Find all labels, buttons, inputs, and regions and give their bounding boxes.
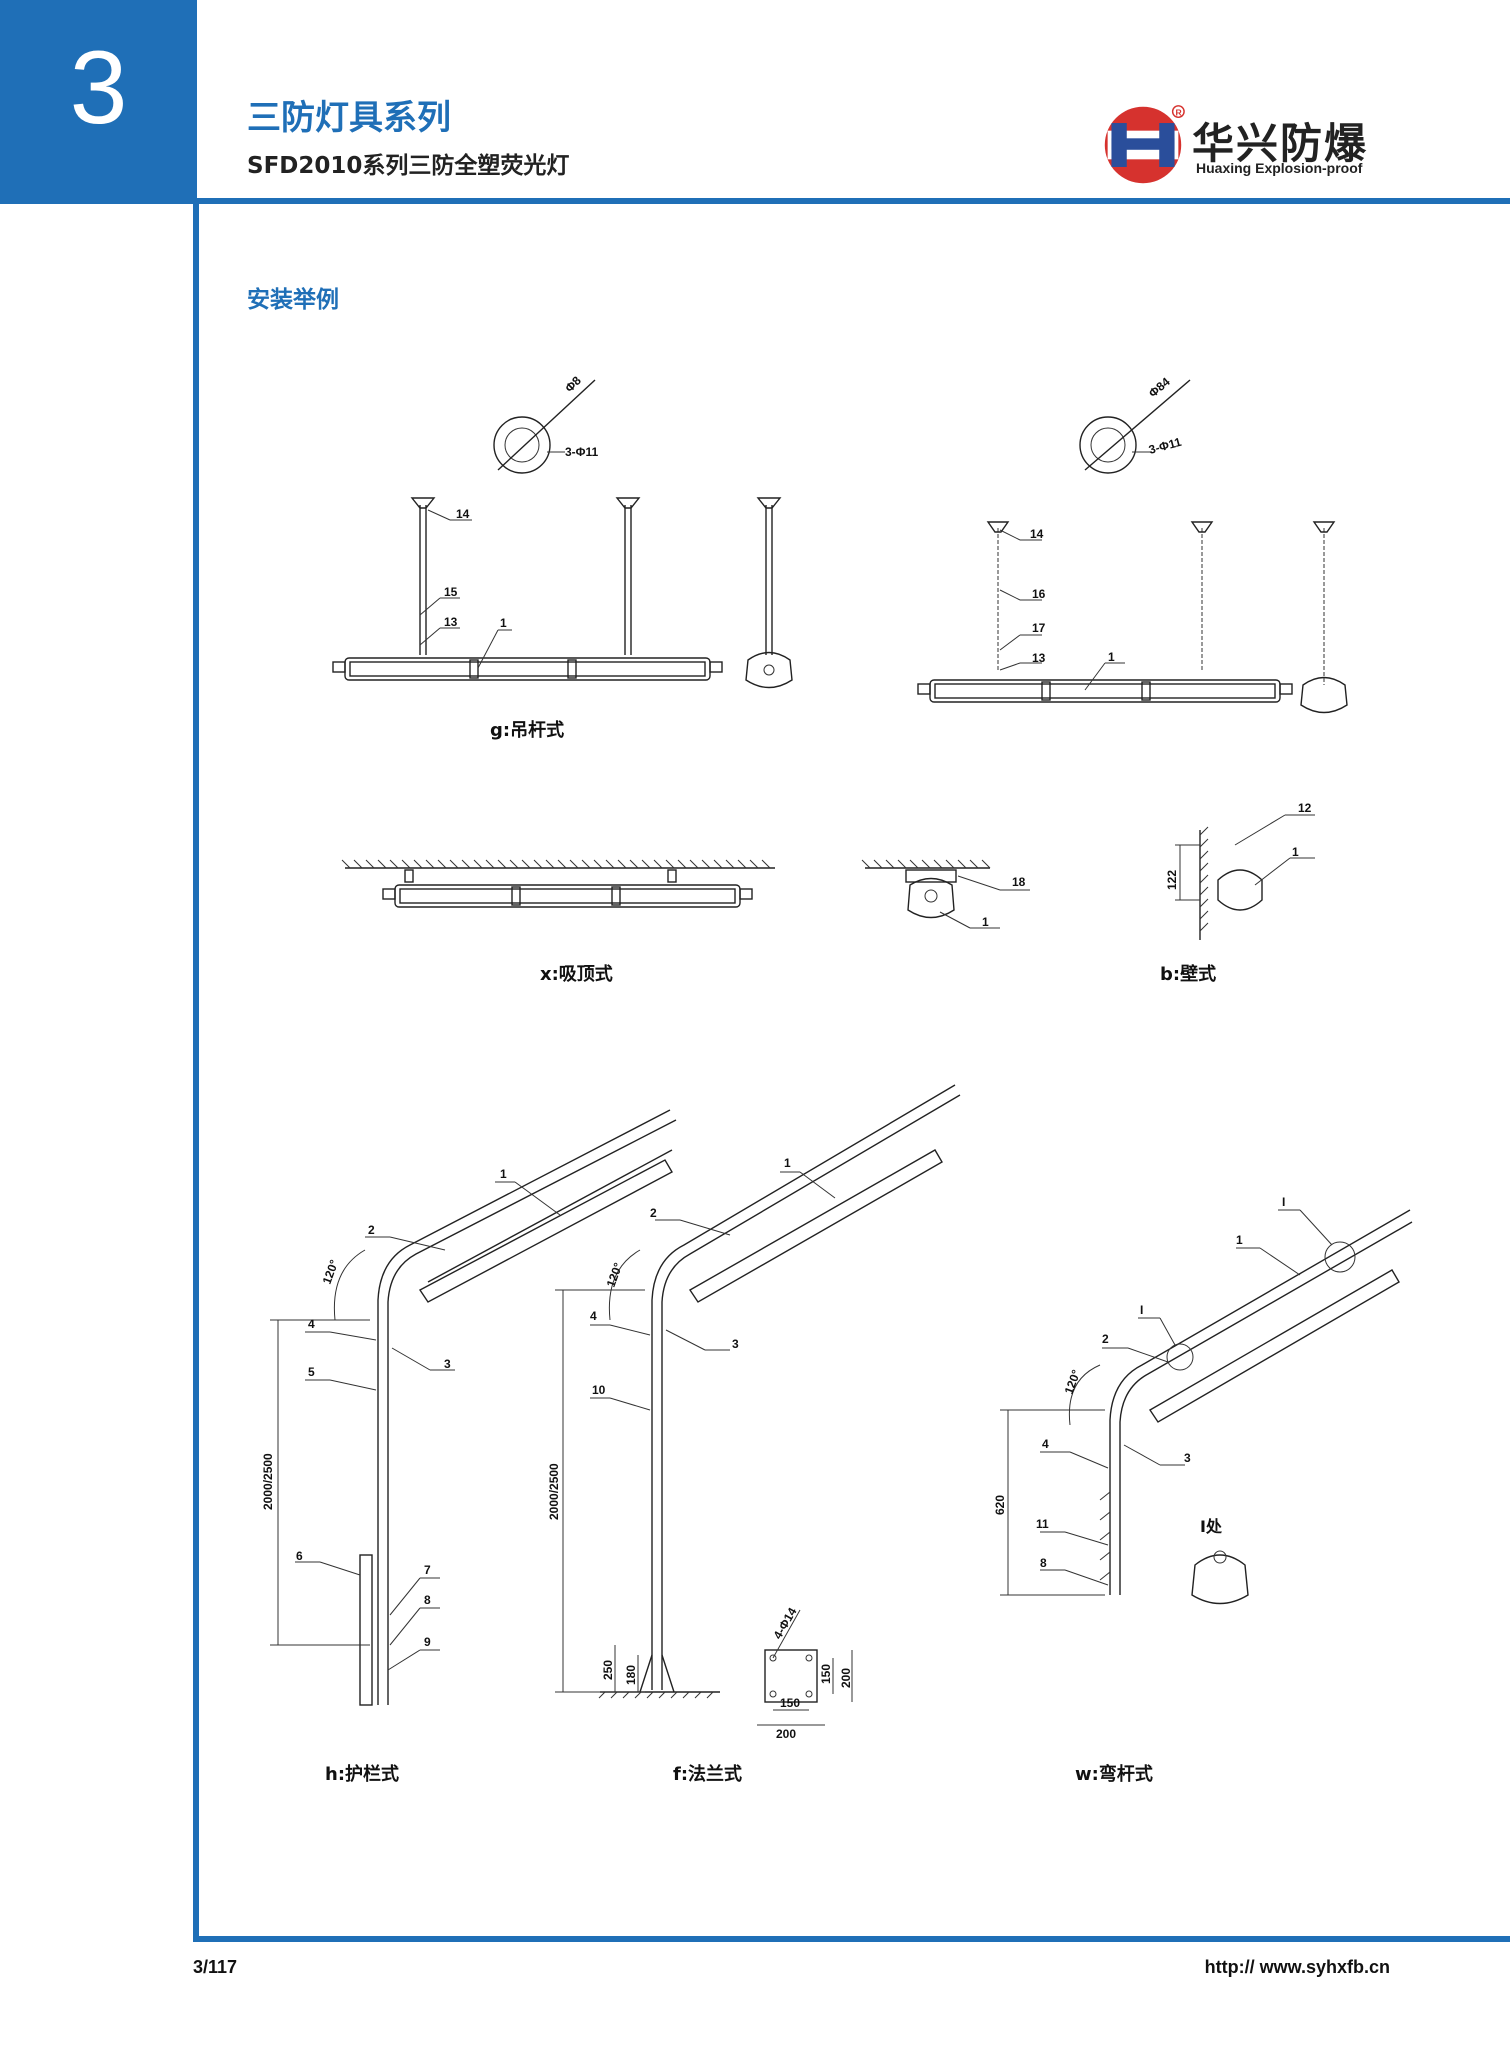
section-heading: 安装举例: [247, 287, 339, 313]
chapter-box: 3: [0, 0, 197, 204]
svg-text:620: 620: [993, 1495, 1007, 1515]
figure-h-guardrail: 2000/2500 120° 1 2 3 4 5 6 7 8 9: [261, 1109, 677, 1706]
svg-text:15: 15: [444, 585, 458, 599]
figure-w-bentpole: 620 120° 1 2 3 4 8 11 I I I处: [993, 1195, 1413, 1605]
svg-text:3-Φ11: 3-Φ11: [1147, 435, 1183, 457]
svg-text:1: 1: [500, 1167, 507, 1181]
svg-text:Φ8: Φ8: [562, 373, 584, 395]
svg-text:1: 1: [1236, 1233, 1243, 1247]
svg-text:18: 18: [1012, 875, 1026, 889]
page-number: 3/117: [193, 1957, 238, 1977]
svg-text:3: 3: [732, 1337, 739, 1351]
svg-text:12: 12: [1298, 801, 1312, 815]
svg-text:1: 1: [1292, 845, 1299, 859]
svg-text:180: 180: [624, 1665, 638, 1685]
svg-text:13: 13: [444, 615, 458, 629]
svg-text:8: 8: [1040, 1556, 1047, 1570]
figure-b-wall: 122 12 1: [1165, 801, 1315, 940]
svg-text:4: 4: [308, 1317, 315, 1331]
left-rule: [193, 204, 199, 1941]
svg-text:11: 11: [1036, 1517, 1049, 1531]
svg-text:I: I: [1282, 1195, 1285, 1209]
svg-text:1: 1: [982, 915, 989, 929]
company-logo-icon: R: [1104, 105, 1185, 184]
svg-text:9: 9: [424, 1635, 431, 1649]
svg-text:150: 150: [780, 1696, 800, 1710]
website-url: http:// www.syhxfb.cn: [1204, 1957, 1390, 1977]
caption-h: h:护栏式: [325, 1763, 399, 1785]
svg-text:2: 2: [368, 1223, 375, 1237]
svg-text:2000/2500: 2000/2500: [547, 1463, 561, 1520]
svg-text:3-Φ11: 3-Φ11: [565, 445, 599, 459]
caption-g: g:吊杆式: [490, 719, 564, 741]
svg-text:6: 6: [296, 1549, 303, 1563]
svg-text:2: 2: [1102, 1332, 1109, 1346]
svg-text:4: 4: [1042, 1437, 1049, 1451]
svg-text:17: 17: [1032, 621, 1046, 635]
series-title: 三防灯具系列: [247, 98, 451, 138]
svg-text:14: 14: [1030, 527, 1044, 541]
logo-text-cn: 华兴防爆: [1192, 119, 1369, 168]
svg-text:1: 1: [500, 616, 507, 630]
svg-text:122: 122: [1165, 870, 1179, 890]
svg-text:150: 150: [819, 1664, 833, 1684]
svg-text:200: 200: [839, 1668, 853, 1688]
figure-g-rod: Φ8 3-Φ11 14 15 13 1: [332, 373, 793, 689]
svg-text:250: 250: [601, 1660, 615, 1680]
figure-g-chain: Φ84 3-Φ11 14 16 17 13 1: [917, 374, 1348, 714]
svg-text:10: 10: [592, 1383, 606, 1397]
svg-text:2: 2: [650, 1206, 657, 1220]
svg-text:3: 3: [1184, 1451, 1191, 1465]
svg-text:13: 13: [1032, 651, 1046, 665]
caption-b: b:壁式: [1160, 963, 1216, 985]
svg-text:Φ84: Φ84: [1146, 374, 1173, 400]
svg-text:5: 5: [308, 1365, 315, 1379]
figure-x-ceiling: 18 1: [341, 859, 1030, 929]
logo-registered-mark: R: [1175, 107, 1182, 117]
caption-x: x:吸顶式: [540, 963, 613, 985]
product-title: SFD2010系列三防全塑荧光灯: [247, 153, 570, 179]
svg-text:14: 14: [456, 507, 470, 521]
svg-text:120°: 120°: [1062, 1368, 1084, 1396]
caption-f: f:法兰式: [673, 1763, 742, 1785]
svg-text:200: 200: [776, 1727, 796, 1741]
footer-rule: [193, 1936, 1510, 1942]
svg-text:8: 8: [424, 1593, 431, 1607]
chapter-number: 3: [69, 30, 128, 146]
svg-text:1: 1: [784, 1156, 791, 1170]
svg-text:16: 16: [1032, 587, 1046, 601]
svg-text:2000/2500: 2000/2500: [261, 1453, 275, 1510]
svg-text:1: 1: [1108, 650, 1115, 664]
svg-text:I处: I处: [1200, 1517, 1223, 1536]
svg-text:120°: 120°: [604, 1261, 626, 1289]
caption-w: w:弯杆式: [1075, 1763, 1153, 1785]
logo-text-en: Huaxing Explosion-proof: [1196, 160, 1363, 176]
svg-text:I: I: [1140, 1303, 1143, 1317]
svg-text:4: 4: [590, 1309, 597, 1323]
header-rule: [197, 198, 1510, 204]
svg-text:4-Φ14: 4-Φ14: [770, 1605, 799, 1642]
installation-drawings: Φ8 3-Φ11 14 15 13 1 Φ: [261, 373, 1413, 1785]
figure-f-flange: 2000/2500 250 180 120° 150 200 150 200 4…: [547, 1084, 961, 1741]
svg-text:7: 7: [424, 1563, 431, 1577]
svg-text:3: 3: [444, 1357, 451, 1371]
